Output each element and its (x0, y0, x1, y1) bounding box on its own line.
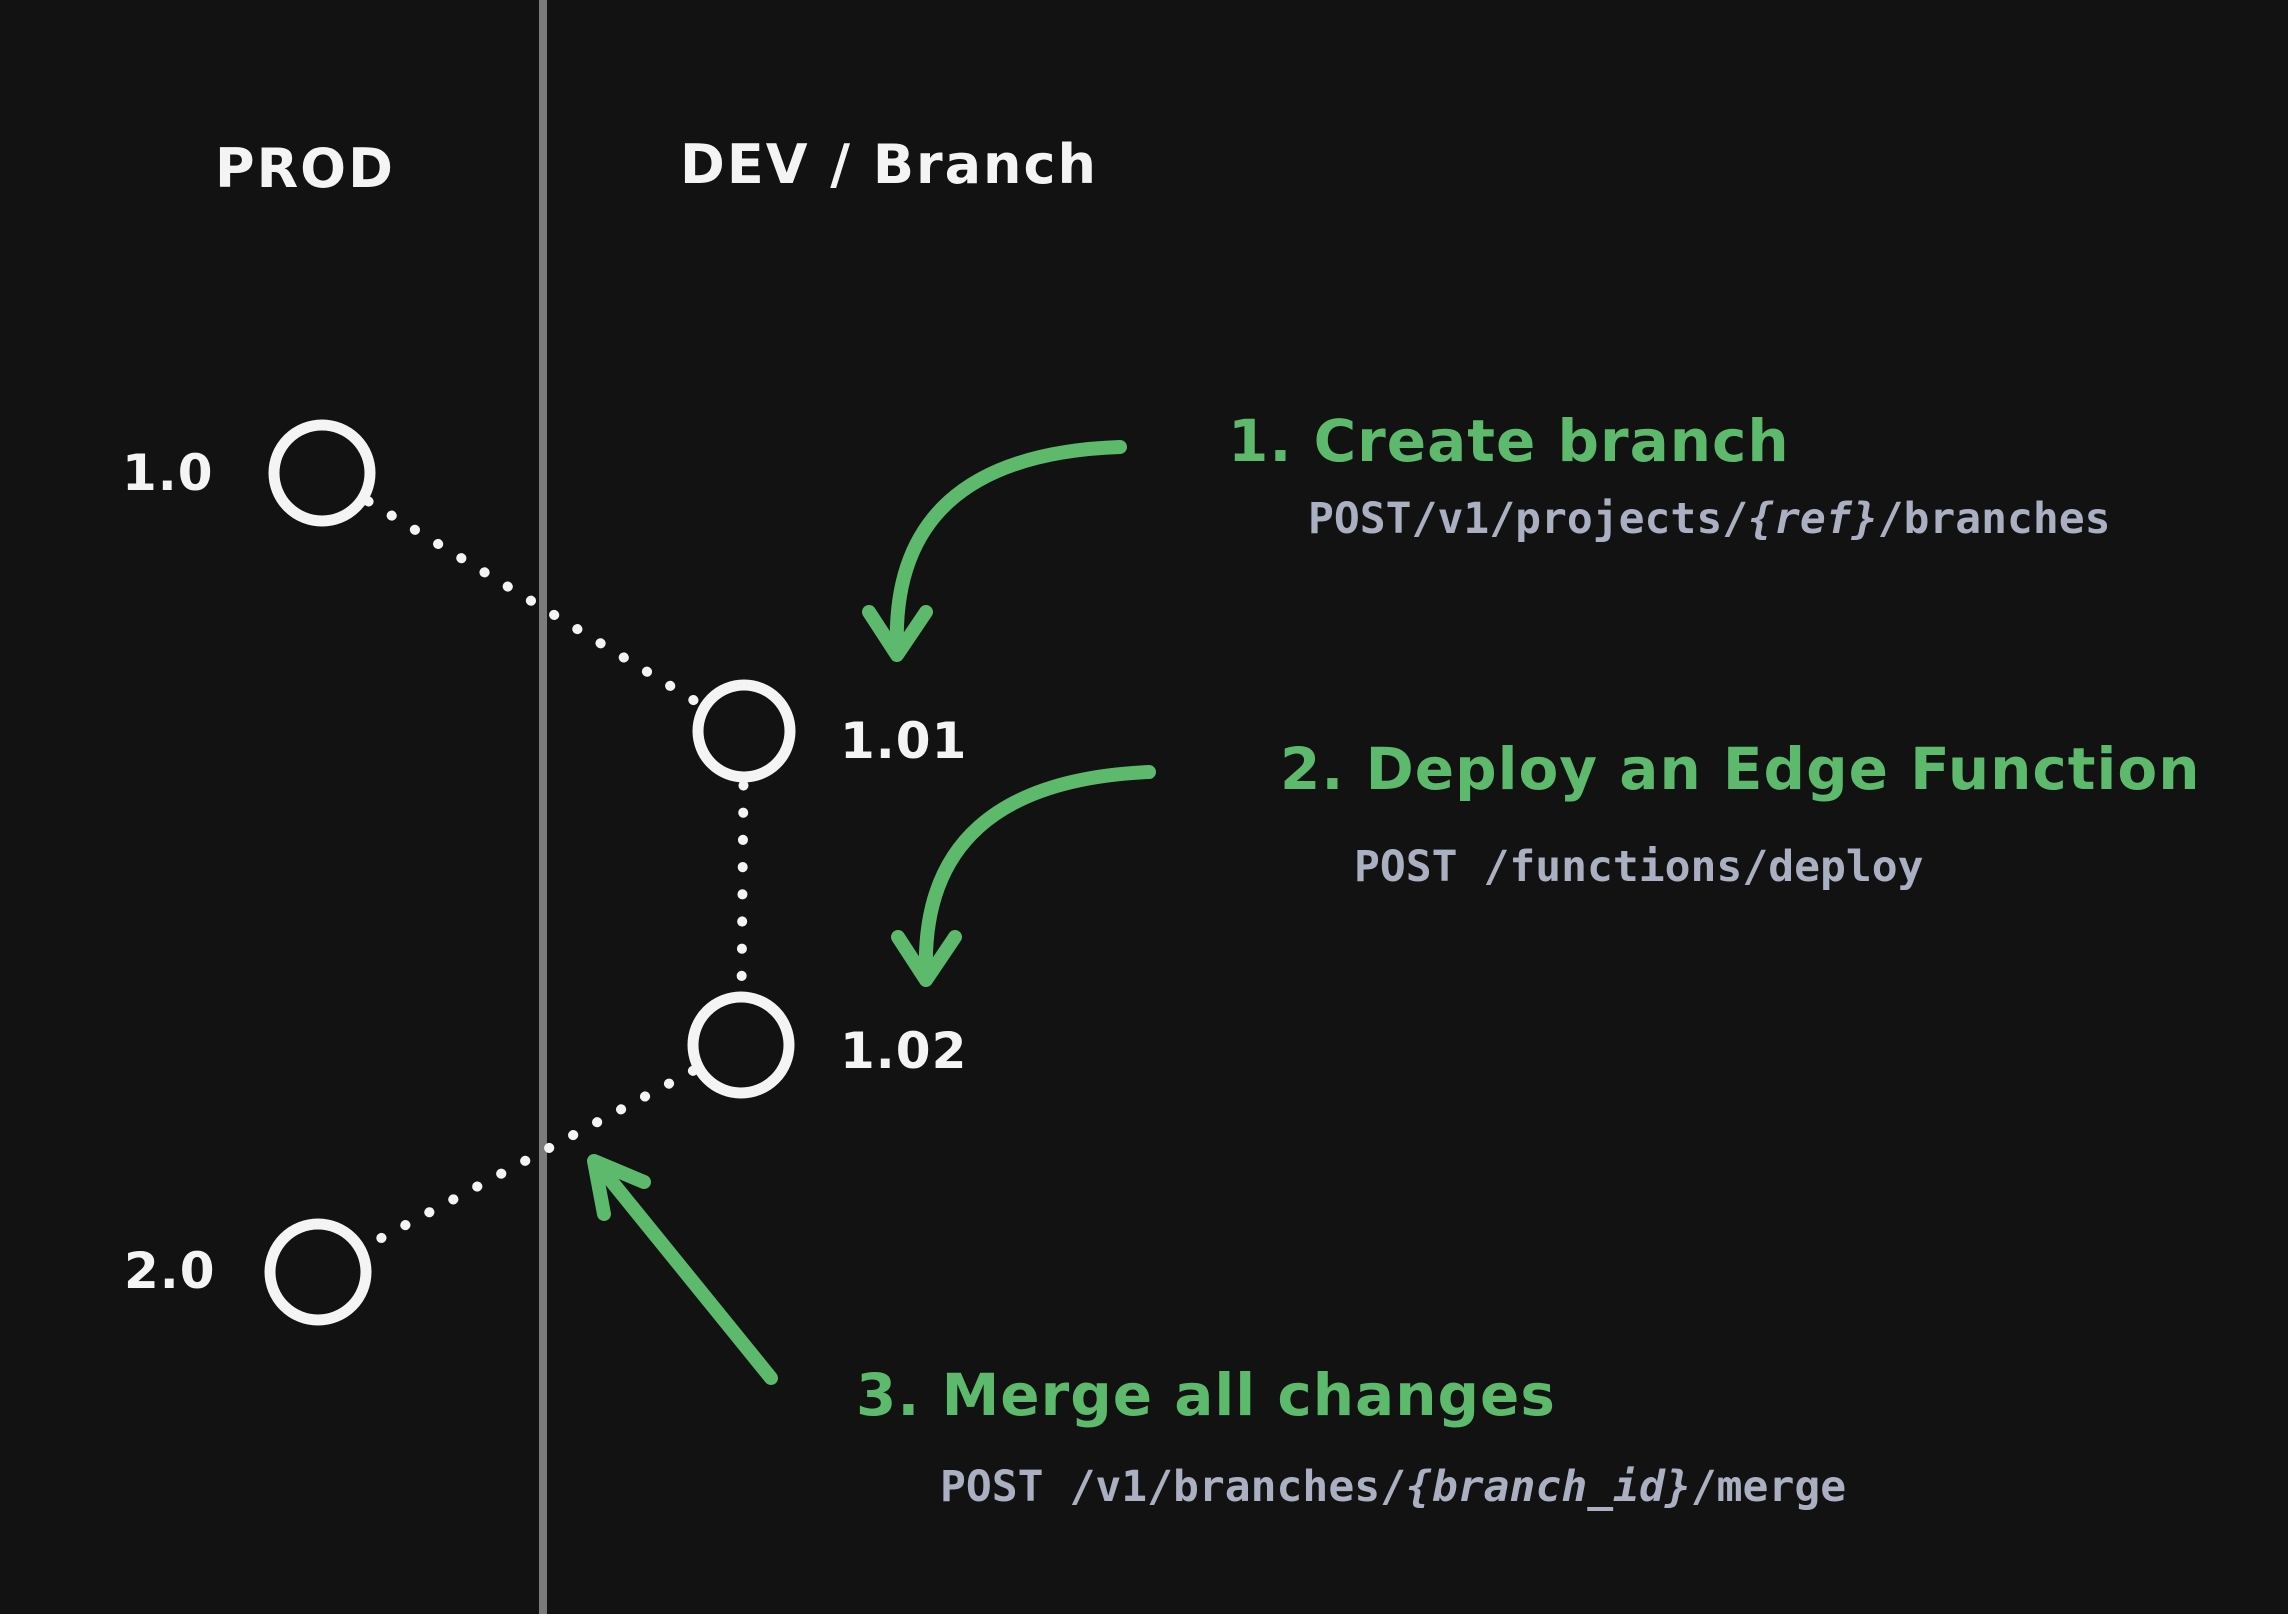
node-circle-1.0 (268, 419, 376, 527)
endpoint-suffix: /branches (1877, 494, 2111, 544)
node-circle-1.01 (692, 679, 796, 783)
node-label-1.0: 1.0 (122, 444, 214, 502)
prod-column-label: PROD (215, 137, 395, 200)
endpoint-prefix: POST/v1/projects/ (1308, 494, 1749, 544)
node-label-1.02: 1.02 (840, 1022, 968, 1080)
annotation-create-branch-endpoint: POST/v1/projects/{ref}/branches (1308, 498, 2111, 541)
node-circle-1.02 (687, 991, 795, 1099)
deploy-function-arrow-icon (891, 765, 1156, 987)
annotation-create-branch-title: 1. Create branch (1228, 407, 1790, 475)
endpoint-prefix: POST /functions/deploy (1354, 842, 1924, 892)
annotation-deploy-function-title: 2. Deploy an Edge Function (1280, 735, 2201, 803)
edge-1.02-to-2.0 (313, 1040, 746, 1277)
endpoint-param: {branch_id} (1406, 1462, 1691, 1512)
node-circle-2.0 (264, 1218, 372, 1326)
edge-1.0-to-1.01 (317, 468, 749, 736)
annotation-deploy-function-endpoint: POST /functions/deploy (1354, 846, 1924, 889)
endpoint-prefix: POST /v1/branches/ (940, 1462, 1406, 1512)
annotation-merge-changes-endpoint: POST /v1/branches/{branch_id}/merge (940, 1466, 1846, 1509)
dev-column-label: DEV / Branch (680, 133, 1098, 196)
node-label-1.01: 1.01 (840, 712, 968, 770)
edge-1.01-to-1.02 (736, 726, 749, 1050)
endpoint-suffix: /merge (1690, 1462, 1847, 1512)
merge-changes-arrow-icon (587, 1154, 778, 1385)
annotation-merge-changes-title: 3. Merge all changes (856, 1361, 1556, 1429)
create-branch-arrow-icon (862, 440, 1127, 662)
node-label-2.0: 2.0 (124, 1242, 216, 1300)
endpoint-param: {ref} (1748, 494, 1878, 544)
